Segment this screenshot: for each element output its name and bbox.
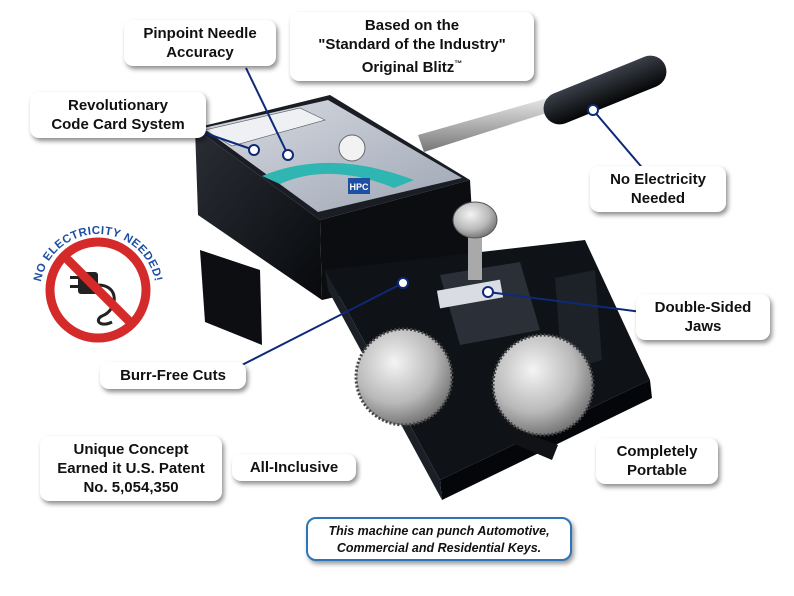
machine-front-face xyxy=(195,128,322,300)
no-electricity-badge: NO ELECTRICITY NEEDED! xyxy=(32,225,163,343)
top-knob xyxy=(452,201,498,239)
machine-logo-badge xyxy=(348,178,370,194)
callout-line: Earned it U.S. Patent xyxy=(57,460,205,477)
machine-rear-support xyxy=(200,250,262,345)
callout-code-card-system: Revolutionary Code Card System xyxy=(30,92,206,138)
callout-original-blitz: Based on the "Standard of the Industry" … xyxy=(290,12,534,81)
gauge-arc xyxy=(262,162,414,188)
callout-line: No Electricity xyxy=(610,171,706,188)
callout-line: Pinpoint Needle xyxy=(143,25,257,42)
callout-line: "Standard of the Industry" xyxy=(318,36,506,53)
callout-line: Accuracy xyxy=(166,44,234,61)
gauge-dial xyxy=(338,134,366,162)
callout-all-inclusive: All-Inclusive xyxy=(232,454,356,481)
note-line: Commercial and Residential Keys. xyxy=(336,541,542,555)
key-punch-machine: HPC xyxy=(195,55,667,500)
callout-line: Original Blitz™ xyxy=(298,54,526,77)
front-lever xyxy=(500,425,558,460)
left-large-knob xyxy=(354,327,454,427)
leader-pinpoint xyxy=(245,67,289,156)
callout-double-sided-jaws: Double-Sided Jaws xyxy=(636,294,770,340)
callout-line: No. 5,054,350 xyxy=(83,479,179,496)
leader-double-sided xyxy=(487,291,643,313)
spindle xyxy=(468,232,482,280)
machine-base-front xyxy=(440,380,652,500)
callout-text: Original Blitz xyxy=(361,59,455,76)
trademark-mark: ™ xyxy=(454,59,463,68)
callout-patent: Unique Concept Earned it U.S. Patent No.… xyxy=(40,436,222,501)
callout-completely-portable: Completely Portable xyxy=(596,438,718,484)
leader-burr-free xyxy=(235,282,404,369)
key-types-note: This machine can punch Automotive, Comme… xyxy=(306,517,572,561)
leader-lines xyxy=(195,67,646,369)
callout-line: Revolutionary xyxy=(67,97,169,114)
callout-pinpoint-accuracy: Pinpoint Needle Accuracy xyxy=(124,20,276,66)
callout-line: All-Inclusive xyxy=(249,459,339,476)
callout-no-electricity: No Electricity Needed xyxy=(590,166,726,212)
callout-line: Burr-Free Cuts xyxy=(120,367,226,384)
callout-line: Double-Sided xyxy=(654,299,752,316)
callout-line: Code Card System xyxy=(51,116,185,133)
callout-line: Jaws xyxy=(684,318,722,335)
leader-code-card xyxy=(195,129,255,151)
callout-line: Needed xyxy=(630,190,686,207)
callout-line: Based on the xyxy=(364,17,460,34)
callout-line: Completely xyxy=(616,443,698,460)
callout-line: Portable xyxy=(626,462,687,479)
callout-line: Unique Concept xyxy=(73,441,189,458)
machine-logo: HPC xyxy=(349,182,369,192)
machine-handle-grip xyxy=(543,55,667,125)
note-line: This machine can punch Automotive, xyxy=(328,524,550,538)
machine-handle-bar xyxy=(418,98,556,152)
leader-no-electricity xyxy=(592,109,646,172)
right-large-knob xyxy=(491,333,595,437)
callout-burr-free-cuts: Burr-Free Cuts xyxy=(100,362,246,389)
jaw-block xyxy=(440,262,540,345)
